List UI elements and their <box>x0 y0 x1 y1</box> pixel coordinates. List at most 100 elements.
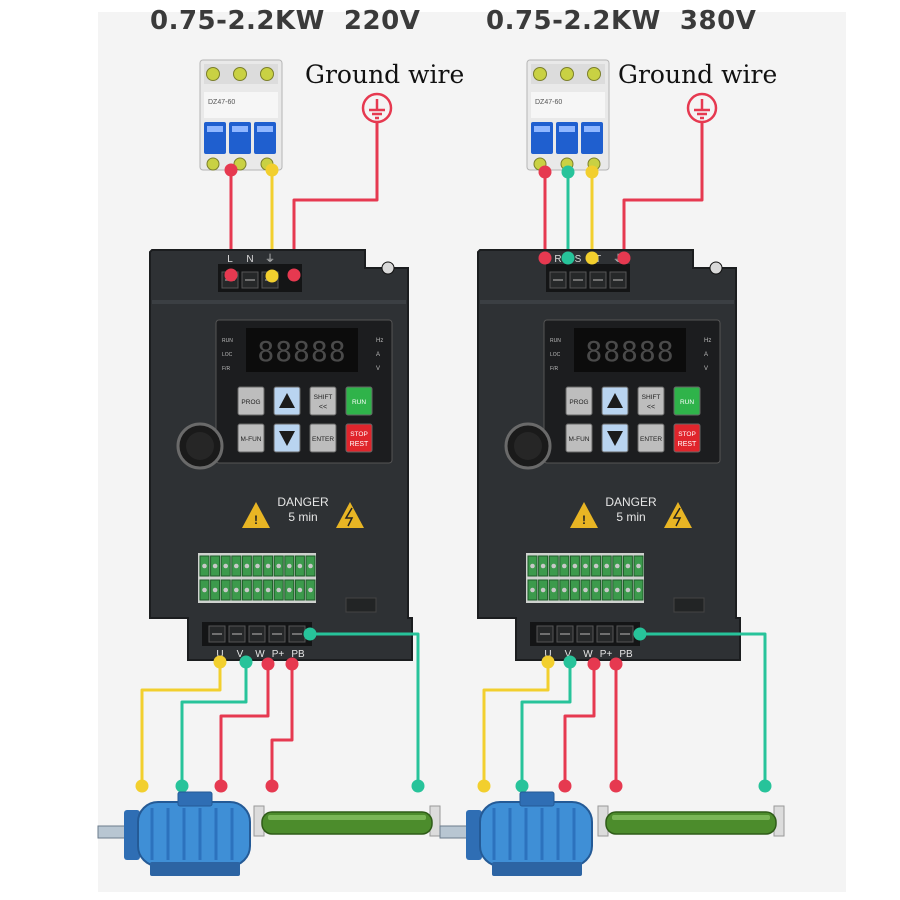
unit1-title: 0.75-2.2KW 220V <box>150 6 421 36</box>
u2-run-key <box>673 386 701 416</box>
u2-dot <box>538 165 552 179</box>
u1-control-terminal-screw <box>308 563 313 569</box>
u2-warning-icon-right <box>664 502 692 528</box>
u2-output-label: U <box>544 649 551 660</box>
u1-output-label: P+ <box>272 649 285 660</box>
u1-resistor-highlight <box>268 815 426 820</box>
u2-wire-w <box>563 664 596 786</box>
u1-dot <box>303 627 317 641</box>
u2-dot <box>515 779 529 793</box>
u2-control-terminal-screw <box>551 587 556 593</box>
u1-led-digits: 88888 <box>257 335 346 368</box>
u2-stop-key-label: STOP <box>678 431 696 438</box>
u2-led-digits: 88888 <box>585 335 674 368</box>
u2-control-terminal-screw <box>551 563 556 569</box>
u1-mount-hole <box>381 261 395 275</box>
u2-dot <box>477 779 491 793</box>
u2-wire-v <box>520 660 572 786</box>
u1-unit-label: A <box>376 352 380 358</box>
u1-enter-key-label: ENTER <box>312 436 334 443</box>
u1-output-label: W <box>255 649 265 660</box>
u1-control-terminal-screw <box>265 587 271 593</box>
u1-prog-key <box>237 386 265 416</box>
u1-output-label: V <box>237 649 244 660</box>
u2-rs485-port <box>673 597 705 613</box>
u2-dot <box>609 779 623 793</box>
u2-prog-key-label: PROG <box>569 399 588 406</box>
u2-control-terminal-screw <box>572 563 578 569</box>
u1-motor-base <box>150 862 240 876</box>
u1-control-terminal-screw <box>223 563 228 569</box>
u2-control-terminal-screw <box>625 563 631 569</box>
u1-led-display <box>246 328 358 372</box>
u1-dot <box>265 163 279 177</box>
u2-run-key-label: RUN <box>680 399 694 406</box>
u1-dot <box>175 779 189 793</box>
u2-unit-label: Hz <box>704 338 711 344</box>
u2-warning-icon-left-mark: ! <box>582 513 586 527</box>
u2-output-label: W <box>583 649 593 660</box>
u1-unit-label: Hz <box>376 338 383 344</box>
u2-control-terminal-screw <box>636 587 641 593</box>
u1-stop-key-sub: REST <box>350 441 369 448</box>
u1-status-label: RUN <box>222 338 233 344</box>
unit1-ground-label: Ground wire <box>305 60 465 89</box>
u2-shift-key <box>637 386 665 416</box>
u2-output-label: PB <box>619 649 633 660</box>
u1-wire-ground <box>292 122 379 272</box>
u1-dot <box>135 779 149 793</box>
u2-breaker-lever-hl <box>584 126 600 132</box>
u1-control-terminal-screw <box>276 587 282 593</box>
u1-up-arrow-icon <box>279 393 295 408</box>
u1-motor-flange <box>124 810 140 860</box>
u1-breaker: DZ47-60 <box>199 59 283 171</box>
u1-control-terminal-screw <box>244 587 250 593</box>
u1-control-terminal-screw <box>255 563 260 569</box>
u1-input-label: N <box>246 254 253 265</box>
u1-status-label: LOC <box>222 352 233 358</box>
u1-dot <box>265 779 279 793</box>
u2-ground-symbol <box>686 92 718 124</box>
u2-dot <box>541 655 555 669</box>
u2-control-terminal-screw <box>583 563 588 569</box>
u2-breaker-screw <box>560 67 574 81</box>
u2-enter-key <box>637 423 665 453</box>
u1-down-arrow-icon <box>279 431 295 446</box>
u1-unit-label: V <box>376 366 380 372</box>
u1-control-terminal-screw <box>212 563 218 569</box>
u1-dot <box>261 657 275 671</box>
u2-breaker-screw <box>587 67 601 81</box>
u1-control-terminal-screw <box>265 563 271 569</box>
u2-dot <box>758 779 772 793</box>
u1-breaker-screw <box>260 67 274 81</box>
u1-breaker-screw <box>233 157 247 171</box>
u2-control-terminal-screw <box>625 587 631 593</box>
u1-wire-pb <box>310 632 420 786</box>
u1-wire-u <box>140 660 222 786</box>
u1-breaker-label-area <box>204 92 278 118</box>
u1-stop-key-label: STOP <box>350 431 368 438</box>
u2-led-display <box>574 328 686 372</box>
u1-dot <box>224 268 238 282</box>
u2-dot <box>561 165 575 179</box>
u2-motor-shaft <box>439 825 471 839</box>
u1-wire-v <box>180 660 248 786</box>
u2-control-terminal-screw <box>562 563 567 569</box>
u2-mfun-key <box>565 423 593 453</box>
u1-dot <box>411 779 425 793</box>
u2-motor-flange <box>466 810 482 860</box>
u2-control-terminal-screw <box>583 587 588 593</box>
u2-mount-hole <box>709 261 723 275</box>
u1-breaker-screw <box>206 67 220 81</box>
u2-status-label: RUN <box>550 338 561 344</box>
u1-control-terminal-screw <box>202 587 207 593</box>
u2-shift-key-label: SHIFT <box>642 394 661 401</box>
u2-input-label: S <box>575 254 582 265</box>
u2-control-terminal-screw <box>530 587 535 593</box>
u1-control-terminal-screw <box>276 563 282 569</box>
u2-vfd-seam <box>480 300 734 304</box>
u1-input-label: L <box>227 254 233 265</box>
u2-control-terminal-screw <box>530 563 535 569</box>
